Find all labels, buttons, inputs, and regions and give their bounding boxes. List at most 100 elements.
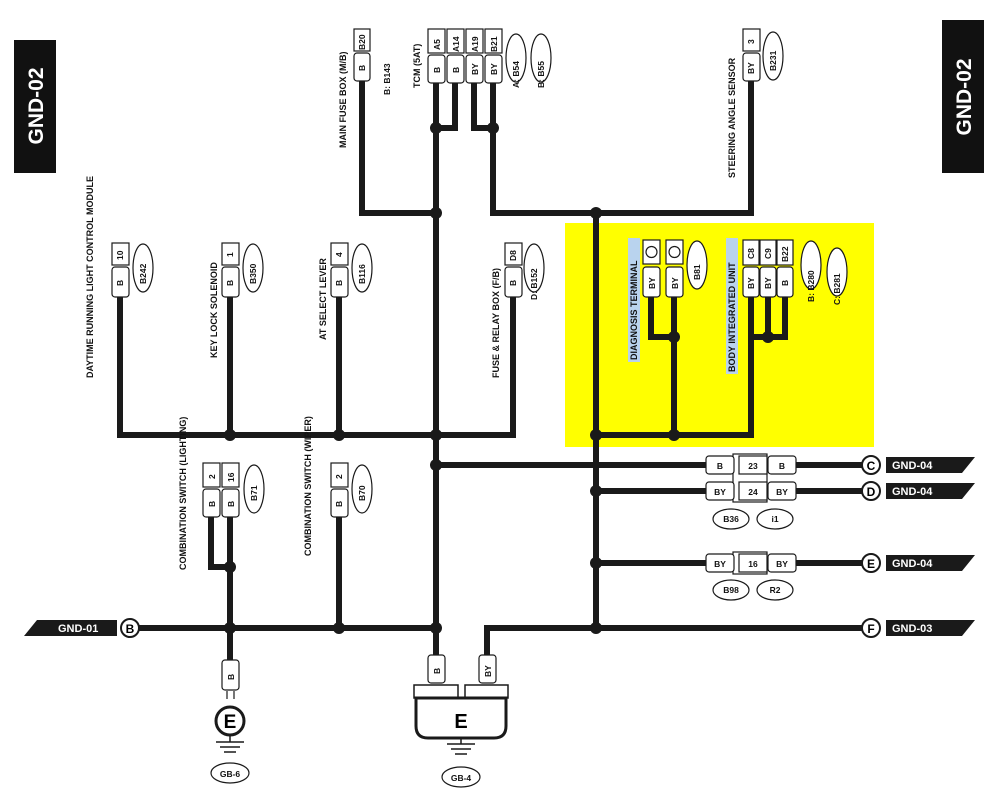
- svg-text:B: B: [226, 501, 236, 507]
- svg-text:BY: BY: [670, 277, 680, 289]
- svg-text:C9: C9: [763, 248, 773, 259]
- svg-text:GND-03: GND-03: [892, 623, 932, 635]
- svg-text:COMBINATION SWITCH (LIGHTING): COMBINATION SWITCH (LIGHTING): [178, 417, 188, 570]
- svg-text:C: C: [867, 459, 876, 473]
- svg-text:D: D: [867, 485, 876, 499]
- tcm: TCM (5AT) A5 A14 A19 B21 B B BY BY A: B5…: [412, 28, 552, 88]
- svg-text:B: B: [334, 501, 344, 507]
- svg-text:C: B281: C: B281: [832, 273, 842, 305]
- svg-text:B70: B70: [357, 485, 367, 501]
- fuse-relay-box: FUSE & RELAY BOX (F/B) D8 B D: B152: [491, 242, 545, 378]
- svg-text:GB-4: GB-4: [451, 773, 472, 783]
- svg-text:FUSE & RELAY BOX (F/B): FUSE & RELAY BOX (F/B): [491, 268, 501, 378]
- svg-text:BY: BY: [746, 277, 756, 289]
- key-lock-solenoid: KEY LOCK SOLENOID 1 B B350: [209, 242, 264, 358]
- svg-text:A5: A5: [432, 39, 442, 50]
- body-integrated-unit: BODY INTEGRATED UNIT C8 C9 B22 BY BY B B…: [726, 238, 848, 374]
- ground-gb6: B E GB-6: [210, 659, 250, 784]
- svg-text:B71: B71: [249, 485, 259, 501]
- svg-text:GND-02: GND-02: [953, 58, 976, 135]
- svg-text:B: B: [207, 501, 217, 507]
- svg-text:BY: BY: [483, 665, 493, 677]
- svg-text:STEERING ANGLE SENSOR: STEERING ANGLE SENSOR: [727, 57, 737, 178]
- svg-text:BY: BY: [776, 487, 788, 497]
- svg-text:A19: A19: [470, 36, 480, 52]
- diagnosis-terminal: DIAGNOSIS TERMINAL BY BY B81: [628, 238, 708, 362]
- offpage-b[interactable]: B GND-01: [24, 618, 140, 638]
- offpage-c[interactable]: C GND-04: [861, 455, 975, 475]
- svg-text:A: B54: A: B54: [511, 61, 521, 88]
- svg-text:GND-04: GND-04: [892, 558, 933, 570]
- combination-switch-lighting: COMBINATION SWITCH (LIGHTING) 2 16 B B B…: [178, 417, 265, 570]
- main-fuse-box: MAIN FUSE BOX (M/B) B20 B B: B143: [338, 28, 392, 148]
- svg-text:TCM (5AT): TCM (5AT): [412, 44, 422, 88]
- svg-text:BY: BY: [714, 559, 726, 569]
- svg-text:A14: A14: [451, 36, 461, 52]
- svg-text:B: B: [126, 622, 135, 636]
- svg-text:16: 16: [748, 559, 758, 569]
- svg-text:DAYTIME RUNNING LIGHT CONTROL: DAYTIME RUNNING LIGHT CONTROL MODULE: [85, 176, 95, 378]
- svg-text:1: 1: [225, 252, 235, 257]
- svg-text:D8: D8: [508, 250, 518, 261]
- svg-text:BY: BY: [776, 559, 788, 569]
- svg-text:B: B: [780, 280, 790, 286]
- svg-text:AT SELECT LEVER: AT SELECT LEVER: [318, 258, 328, 340]
- svg-text:KEY LOCK SOLENOID: KEY LOCK SOLENOID: [209, 262, 219, 358]
- svg-text:GND-02: GND-02: [25, 67, 48, 144]
- svg-text:F: F: [867, 622, 874, 636]
- svg-text:B231: B231: [768, 50, 778, 71]
- svg-text:B81: B81: [692, 264, 702, 280]
- svg-text:E: E: [454, 711, 467, 733]
- svg-text:B22: B22: [780, 246, 790, 262]
- offpage-f[interactable]: F GND-03: [861, 618, 975, 638]
- ground-gb4: B BY E GB-4: [413, 654, 509, 788]
- svg-text:B: B143: B: B143: [382, 63, 392, 95]
- svg-text:BY: BY: [714, 487, 726, 497]
- svg-text:16: 16: [226, 472, 236, 482]
- svg-text:BY: BY: [647, 277, 657, 289]
- svg-text:3: 3: [746, 39, 756, 44]
- at-select-lever: AT SELECT LEVER 4 B B116: [318, 242, 373, 340]
- svg-text:B350: B350: [248, 263, 258, 284]
- offpage-d[interactable]: D GND-04: [861, 481, 975, 501]
- svg-text:GND-04: GND-04: [892, 460, 933, 472]
- svg-text:B: B: [115, 280, 125, 286]
- svg-text:BY: BY: [470, 63, 480, 75]
- svg-text:COMBINATION SWITCH (WIPER): COMBINATION SWITCH (WIPER): [303, 416, 313, 556]
- svg-text:B: B: [779, 461, 785, 471]
- svg-text:4: 4: [334, 252, 344, 257]
- svg-text:i1: i1: [771, 514, 778, 524]
- svg-text:B: B55: B: B55: [536, 61, 546, 88]
- offpage-e[interactable]: E GND-04: [861, 553, 975, 573]
- junction-dots: [224, 122, 774, 634]
- svg-text:B116: B116: [357, 264, 367, 284]
- svg-text:B98: B98: [723, 585, 739, 595]
- svg-text:BODY INTEGRATED UNIT: BODY INTEGRATED UNIT: [727, 262, 737, 372]
- svg-text:B: B: [432, 67, 442, 73]
- svg-text:B: B: [226, 674, 236, 680]
- highlight-region: [565, 223, 874, 447]
- connector-23-24: 23 24 B B BY BY B36 i1: [705, 453, 797, 530]
- svg-text:B: B: [357, 65, 367, 71]
- svg-text:BY: BY: [763, 277, 773, 289]
- svg-text:B: B: [432, 668, 442, 674]
- svg-text:B21: B21: [489, 36, 499, 52]
- svg-text:BY: BY: [489, 63, 499, 75]
- svg-text:GND-01: GND-01: [58, 623, 98, 635]
- svg-text:B: B: [717, 461, 723, 471]
- svg-text:B: B: [508, 280, 518, 286]
- svg-text:DIAGNOSIS TERMINAL: DIAGNOSIS TERMINAL: [629, 260, 639, 360]
- svg-text:24: 24: [748, 487, 758, 497]
- svg-text:B20: B20: [357, 34, 367, 50]
- svg-text:10: 10: [115, 250, 125, 260]
- svg-text:B: B: [225, 280, 235, 286]
- svg-text:C8: C8: [746, 248, 756, 259]
- steering-angle-sensor: STEERING ANGLE SENSOR 3 BY B231: [727, 28, 784, 178]
- tab-left: GND-02: [14, 40, 56, 173]
- svg-text:B: B: [334, 280, 344, 286]
- svg-text:B: B280: B: B280: [806, 270, 816, 302]
- svg-text:GND-04: GND-04: [892, 486, 933, 498]
- connector-16: 16 BY BY B98 R2: [705, 551, 797, 601]
- svg-text:D: B152: D: B152: [529, 268, 539, 300]
